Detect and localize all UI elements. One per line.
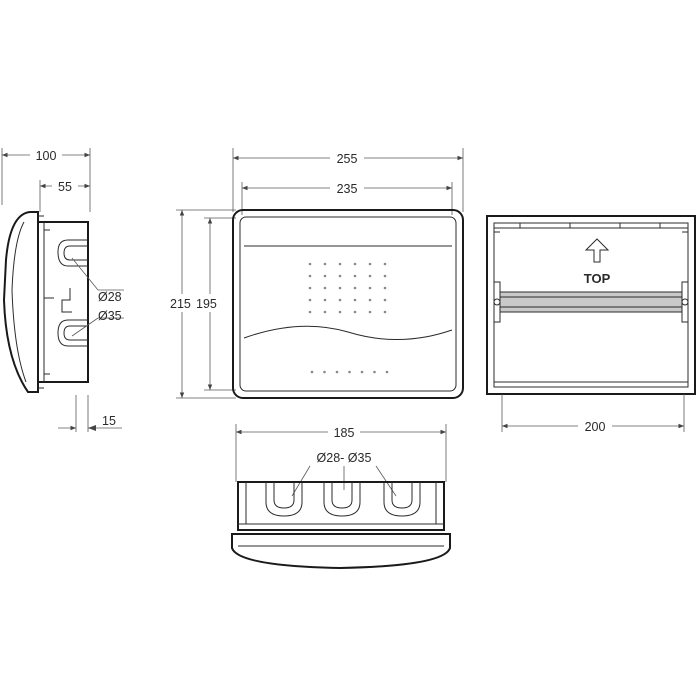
dim-label-215: 215 bbox=[170, 297, 191, 311]
dim-label-100: 100 bbox=[36, 149, 57, 163]
side-view: 100 55 Ø28 Ø35 15 bbox=[1, 147, 124, 432]
vent-dot bbox=[383, 298, 387, 302]
vent-dot bbox=[308, 286, 312, 290]
bottom-knockout-3-outer bbox=[383, 482, 421, 517]
vent-dot bbox=[383, 310, 387, 314]
knockout-upper-outer bbox=[57, 239, 88, 267]
bottom-knockout-3-inner bbox=[391, 482, 413, 509]
knockout-lower-outer bbox=[57, 319, 88, 347]
vent-dot bbox=[335, 370, 339, 374]
vent-dot bbox=[308, 298, 312, 302]
knockout-lower-inner bbox=[63, 325, 88, 341]
screw-icon bbox=[493, 298, 501, 306]
vent-dot bbox=[338, 274, 342, 278]
vent-dot bbox=[368, 298, 372, 302]
vent-dot bbox=[338, 286, 342, 290]
dim-label-235: 235 bbox=[337, 182, 358, 196]
dim-label-255: 255 bbox=[337, 152, 358, 166]
vent-dot bbox=[348, 370, 351, 374]
dim-label-bg bbox=[330, 150, 364, 166]
bottom-knockout-1-outer bbox=[265, 482, 303, 517]
dim-label-bg bbox=[330, 180, 364, 196]
vent-dot bbox=[338, 310, 342, 314]
vent-dot bbox=[383, 262, 387, 266]
vent-dot bbox=[323, 274, 327, 278]
front-inner-frame bbox=[239, 216, 457, 392]
vent-dot bbox=[383, 274, 387, 278]
vent-dot bbox=[353, 310, 357, 314]
vent-dot bbox=[308, 310, 312, 314]
dim-label-195: 195 bbox=[196, 297, 217, 311]
vent-dot bbox=[323, 310, 327, 314]
back-outer-frame bbox=[486, 215, 696, 395]
vent-dot bbox=[360, 370, 364, 374]
side-box-body bbox=[37, 221, 89, 383]
dim-label-bg bbox=[578, 418, 612, 434]
rail-bracket-left bbox=[493, 281, 501, 323]
dim-label-55: 55 bbox=[58, 180, 72, 194]
vent-dot bbox=[353, 286, 357, 290]
vent-dot bbox=[353, 298, 357, 302]
vent-dots bbox=[308, 262, 387, 314]
vent-dot bbox=[383, 286, 387, 290]
vent-dot bbox=[338, 262, 342, 266]
vent-dot bbox=[323, 286, 327, 290]
side-cover bbox=[2, 211, 39, 393]
vent-dot bbox=[368, 274, 372, 278]
dim-label-bg bbox=[52, 178, 78, 194]
vent-dot bbox=[368, 286, 372, 290]
top-arrow-icon bbox=[584, 238, 610, 263]
hole-label-28: Ø28 bbox=[98, 290, 122, 304]
knockout-upper-inner bbox=[63, 245, 88, 261]
back-view: TOP 200 bbox=[486, 215, 696, 434]
vent-dot bbox=[368, 310, 372, 314]
vent-dots-bottom bbox=[310, 370, 389, 374]
vent-dot bbox=[310, 370, 314, 374]
bottom-holes-label: Ø28- Ø35 bbox=[317, 451, 372, 465]
bottom-knockout-1-inner bbox=[273, 482, 295, 509]
leader-28 bbox=[71, 257, 99, 291]
vent-dot bbox=[323, 298, 327, 302]
leader-35 bbox=[71, 317, 99, 337]
vent-dot bbox=[353, 274, 357, 278]
bottom-knockout-2-inner bbox=[331, 482, 353, 509]
rail-bracket-right bbox=[681, 281, 689, 323]
dim-arrow-15 bbox=[88, 425, 96, 431]
vent-dot bbox=[323, 370, 326, 374]
vent-dot bbox=[323, 262, 327, 266]
side-cover-inner bbox=[11, 221, 27, 383]
front-wave-line bbox=[243, 325, 453, 341]
hole-label-35: Ø35 bbox=[98, 309, 122, 323]
screw-icon bbox=[681, 298, 689, 306]
din-rail bbox=[499, 291, 683, 313]
vent-dot bbox=[353, 262, 357, 266]
top-label: TOP bbox=[584, 271, 611, 286]
vent-dot bbox=[385, 370, 389, 374]
vent-dot bbox=[373, 370, 376, 374]
bottom-box-body bbox=[237, 481, 445, 531]
front-outer-frame bbox=[232, 209, 464, 399]
vent-dot bbox=[308, 262, 312, 266]
front-view: 255 235 215 195 bbox=[168, 148, 464, 399]
bottom-view: 185 Ø28- Ø35 bbox=[231, 424, 451, 570]
dim-label-bg bbox=[30, 147, 62, 163]
dim-label-bg bbox=[168, 294, 224, 312]
dim-label-15: 15 bbox=[102, 414, 116, 428]
vent-dot bbox=[368, 262, 372, 266]
vent-dot bbox=[308, 274, 312, 278]
dim-label-185: 185 bbox=[334, 426, 355, 440]
dim-label-bg bbox=[328, 424, 360, 440]
bottom-knockout-2-outer bbox=[323, 482, 361, 517]
bottom-cover bbox=[231, 533, 451, 570]
dim-label-200: 200 bbox=[585, 420, 606, 434]
side-step-detail bbox=[61, 288, 72, 313]
vent-dot bbox=[338, 298, 342, 302]
